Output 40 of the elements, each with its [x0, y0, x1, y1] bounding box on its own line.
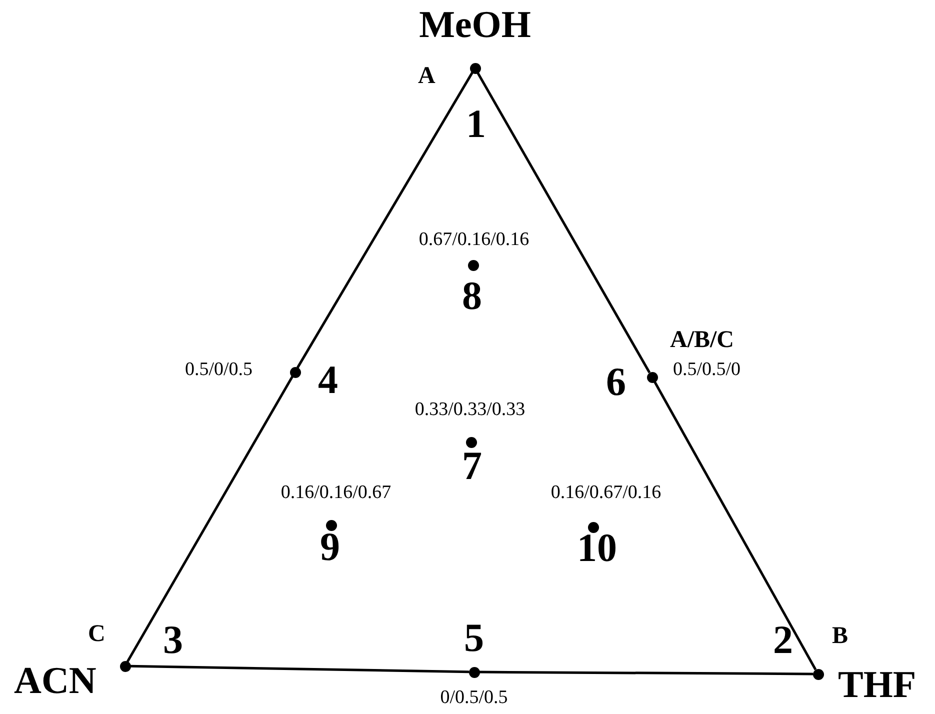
data-point	[468, 666, 480, 678]
data-point	[646, 372, 658, 382]
vertex-letter: A	[418, 64, 436, 88]
data-point	[470, 62, 480, 74]
data-point	[812, 668, 824, 680]
solvent-label: THF	[838, 666, 916, 704]
point-number: 9	[320, 527, 340, 567]
data-point	[326, 520, 336, 530]
point-number: 3	[163, 620, 183, 660]
composition-label: 0.5/0.5/0	[673, 360, 741, 379]
point-number: 7	[462, 446, 482, 486]
data-point	[468, 260, 478, 270]
triangle-side	[296, 72, 474, 368]
composition-label: 0.5/0/0.5	[185, 360, 253, 379]
data-point	[466, 436, 476, 448]
point-number: 4	[318, 360, 338, 400]
composition-label: 0.67/0.16/0.16	[418, 230, 530, 249]
triangle-side	[479, 670, 813, 676]
vertex-letter: C	[88, 622, 106, 646]
composition-label: 0.33/0.33/0.33	[414, 400, 526, 419]
composition-label: 0.16/0.67/0.16	[550, 483, 662, 502]
point-number: 2	[773, 620, 793, 660]
point-number: 5	[464, 618, 484, 658]
point-number: 1	[466, 104, 486, 144]
triangle-side	[653, 380, 817, 670]
triangle-side	[476, 72, 651, 374]
composition-label: 0/0.5/0.5	[440, 688, 508, 707]
triangle-side	[130, 664, 470, 674]
solvent-label: ACN	[14, 662, 96, 700]
data-point	[588, 522, 598, 532]
triangle-side	[126, 376, 294, 662]
point-number: 6	[606, 362, 626, 402]
point-number: 10	[577, 528, 617, 568]
data-point	[120, 660, 130, 672]
data-point	[290, 366, 300, 378]
vertex-letter: A/B/C	[670, 328, 734, 352]
point-number: 8	[462, 276, 482, 316]
composition-label: 0.16/0.16/0.67	[280, 483, 392, 502]
vertex-letter: B	[832, 624, 848, 648]
solvent-label: MeOH	[419, 6, 531, 44]
